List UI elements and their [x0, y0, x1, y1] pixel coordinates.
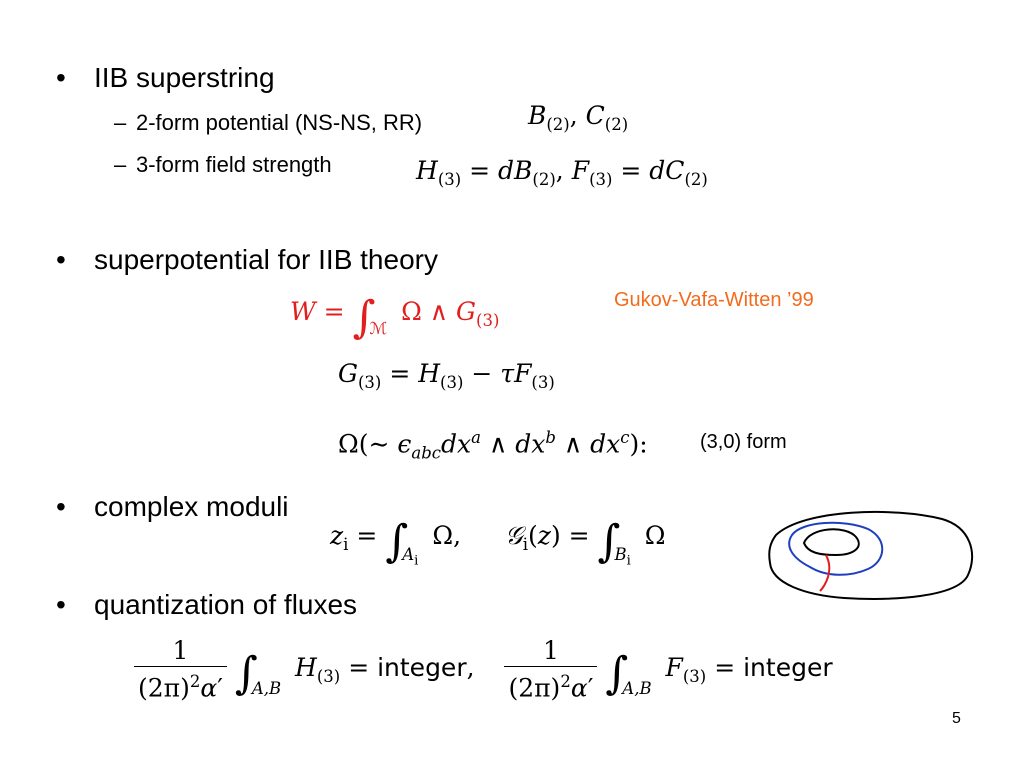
bullet-dot: •: [56, 244, 66, 275]
bullet-text: superpotential for IIB theory: [94, 244, 438, 275]
word-integer: integer: [743, 653, 833, 683]
formula-omega: Ω(∼ ϵabcdxa ∧ dxb ∧ dxc):: [338, 428, 648, 463]
subitem-text: 2-form potential (NS-NS, RR): [136, 110, 423, 135]
formula-flux-quantization: 1 (2π)2α′ ∫A,B H(3) = integer, 1 (2π)2α′…: [134, 636, 833, 703]
bullet-text: complex moduli: [94, 491, 289, 522]
formula-superpotential: W = ∫ℳ Ω ∧ G(3): [290, 292, 500, 343]
sub-dash: –: [114, 110, 127, 135]
formula-g3: G(3) = H(3) − τF(3): [338, 359, 555, 392]
sub-dash: –: [114, 152, 127, 177]
word-integer: integer: [377, 653, 467, 683]
bullet-dot: •: [56, 491, 66, 522]
bullet-dot: •: [56, 589, 66, 620]
cycle-b-path: [819, 554, 831, 592]
subitem-text: 3-form field strength: [136, 152, 332, 177]
torus-hole: [802, 528, 860, 557]
fraction-normalization: 1 (2π)2α′: [134, 636, 227, 703]
bullet-dot: •: [56, 62, 66, 93]
formula-periods: zi = ∫Ai Ω, 𝒢i(z) = ∫Bi Ω: [330, 516, 666, 569]
label-form-type: (3,0) form: [700, 431, 787, 453]
citation-gvw: Gukov-Vafa-Witten ’99: [614, 289, 814, 311]
bullet-text: quantization of fluxes: [94, 589, 358, 620]
torus-cycles-diagram: [768, 510, 973, 600]
formula-field-strength: H(3) = dB(2), F(3) = dC(2): [416, 156, 708, 189]
bullet-text: IIB superstring: [94, 62, 275, 93]
torus-outline: [768, 510, 973, 600]
page-number: 5: [952, 710, 961, 727]
fraction-normalization: 1 (2π)2α′: [504, 636, 598, 703]
cycle-a-loop: [788, 521, 884, 576]
formula-b2-c2: B(2), C(2): [528, 101, 629, 134]
